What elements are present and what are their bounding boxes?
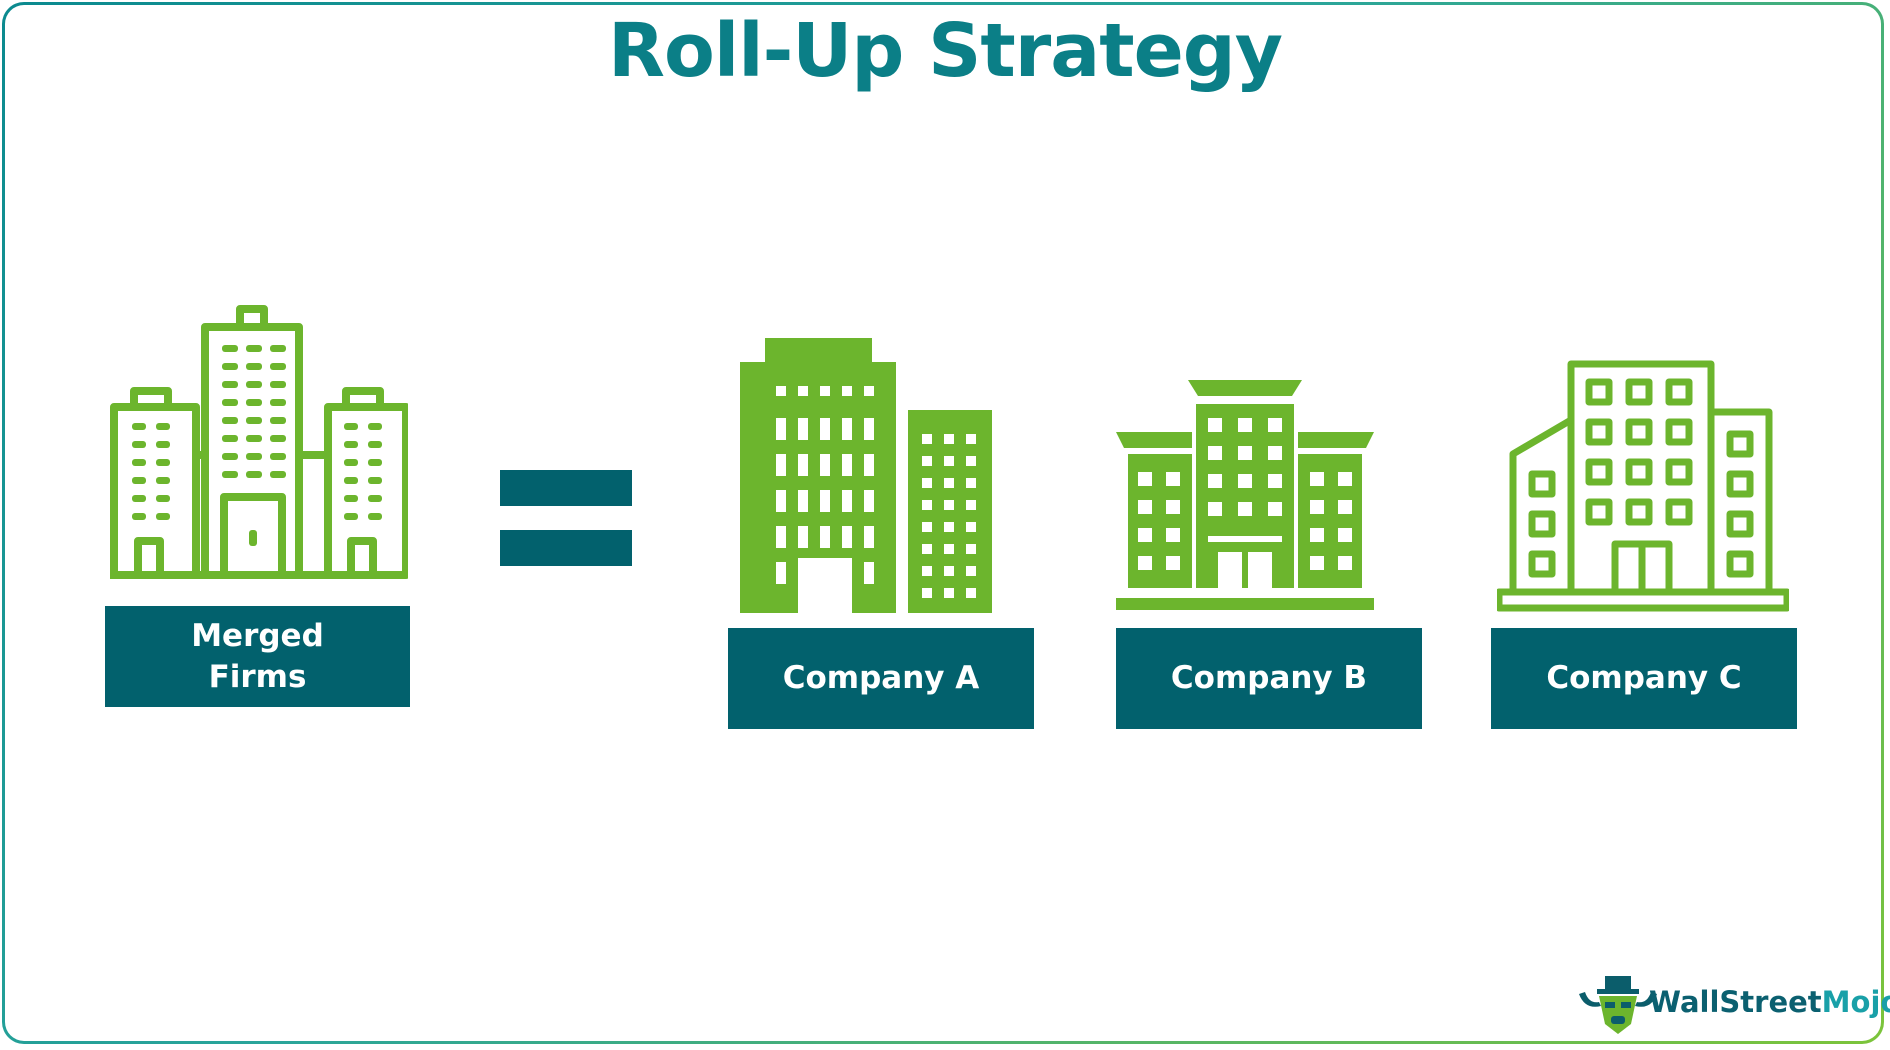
- equals-icon-bottom-bar: [500, 530, 632, 566]
- office-complex-icon: [1116, 380, 1374, 610]
- office-tower-icon: [740, 338, 992, 613]
- company-b-label: Company B: [1116, 628, 1422, 729]
- company-a-label: Company A: [728, 628, 1034, 729]
- bull-mascot-icon: [1579, 976, 1657, 1034]
- wallstreetmojo-logo-text: WallStreetMojo: [1649, 985, 1890, 1019]
- office-building-outline-icon: [1497, 360, 1789, 612]
- logo-text-main: WallStreet: [1649, 985, 1822, 1019]
- logo-text-accent: Mojo: [1821, 985, 1890, 1019]
- company-c-label: Company C: [1491, 628, 1797, 729]
- city-buildings-icon: [110, 305, 408, 579]
- equals-icon-top-bar: [500, 470, 632, 506]
- page-title: Roll-Up Strategy: [608, 8, 1283, 94]
- merged-firms-label: Merged Firms: [105, 606, 410, 707]
